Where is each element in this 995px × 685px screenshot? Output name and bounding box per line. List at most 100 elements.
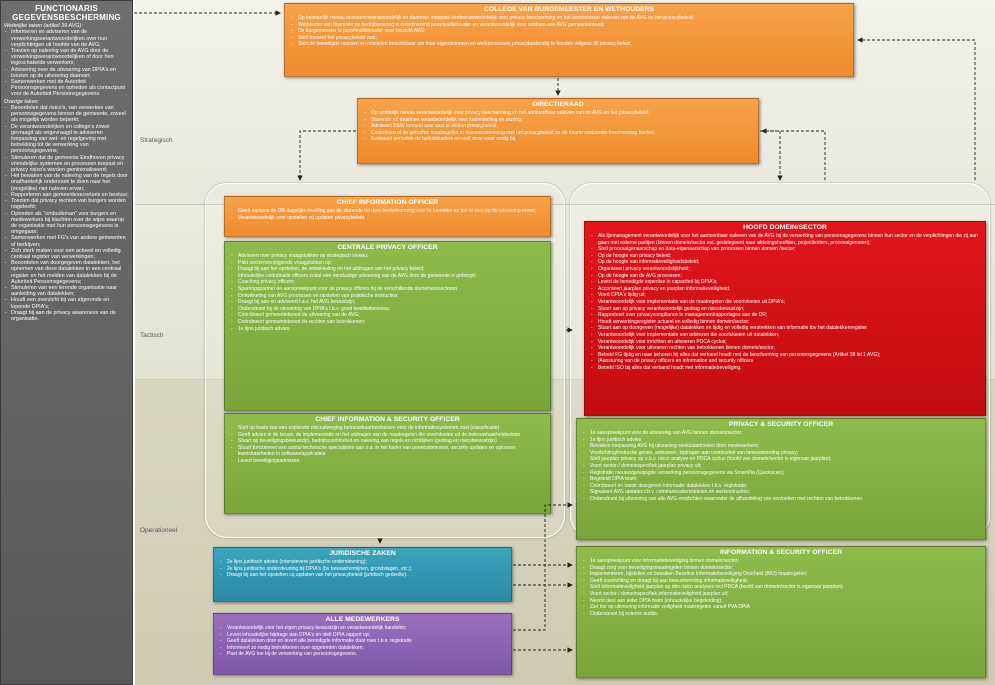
list-item: Samenwerken met de Autoriteit Persoonsge… <box>4 79 129 98</box>
list-item: Coördineert en toetst doorgeven informat… <box>581 483 981 490</box>
list-item: Verantwoordelijk voor implementatie van … <box>589 332 981 339</box>
list-item: Ontwikkeling van AVG processen en opstel… <box>229 293 546 300</box>
list-item: Registratie nieuwe/gewijzigde verwerking… <box>581 470 981 477</box>
list-item: Draagt bij aan het opstellen, de ontwikk… <box>229 266 546 273</box>
ciso-box: CHIEF INFORMATION & SECURITY OFFICER Ste… <box>224 413 551 514</box>
list-item: Stuurt aan op privacy verantwoordelijk g… <box>589 306 981 313</box>
band-label-operational: Operationeel <box>140 527 178 534</box>
fg-other-heading: Overige taken: <box>4 98 40 105</box>
list-item: Stelt procesaigenaarschap en data-eigena… <box>589 246 981 253</box>
hoofd-box: HOOFD DOMEIN/SECTOR Als lijnmanagement v… <box>584 221 986 416</box>
hoofd-list: Als lijnmanagement verantwoordelijk voor… <box>589 233 981 371</box>
list-item: Stimuleren van een lerende organisatie n… <box>4 285 129 297</box>
list-item: Verantwoordelijk voor opstellen cq updat… <box>229 215 546 222</box>
list-item: Geeft advies in de keuze, de implementat… <box>229 432 546 439</box>
list-item: De burgemeester is portefeuillehouder vo… <box>289 28 849 35</box>
fg-other-list: Beoordelen dat risico's, van verwerken v… <box>4 105 129 322</box>
list-item: Advisering over de uitvoering van DPIA's… <box>4 67 129 79</box>
juridisch-title: JURIDISCHE ZAKEN <box>329 550 396 557</box>
directieraad-title: DIRECTIERAAD <box>532 101 584 108</box>
list-item: Stimuleren dat de gemeente Eindhoven pri… <box>4 155 129 174</box>
iso-box: INFORMATION & SECURITY OFFICER 1e aanspr… <box>576 546 986 678</box>
list-item: Organiseert privacy verantwoordelijkheid… <box>589 266 981 273</box>
list-item: Levert inhoudelijke bijdrage aan DPIA's … <box>218 632 507 639</box>
fg-legal-heading: Wettelijke taken (artikel 39 AVG): <box>4 23 83 29</box>
right-to-college-connector <box>857 37 976 180</box>
list-item: Ondersteunt bij uitvoering van alle AVG-… <box>581 496 981 503</box>
list-item: Geeft namens de DR dagelijks invulling a… <box>229 208 546 215</box>
list-item: Levert beveiligingsadviezen. <box>229 458 546 465</box>
list-item: Draagt bij aan het opstellen cq updaten … <box>218 572 507 579</box>
cio-title: CHIEF INFORMATION OFFICER <box>336 199 439 206</box>
iso-title: INFORMATION & SECURITY OFFICER <box>719 549 843 556</box>
list-item: Op bestuurlijk niveau bestuursverantwoor… <box>289 15 849 22</box>
list-item: Voert sector-/ domeinspecifiek jaarplan … <box>581 463 981 470</box>
list-item: Pakt sectoroverstijgende vraagstukken op… <box>229 260 546 267</box>
list-item: Zich sterk maken voor een actueel en vol… <box>4 248 129 260</box>
po-list: 1e aanspreekpunt voor de uitvoering van … <box>581 430 981 503</box>
list-item: 1e aanspreekpunt voor informatiebeveilig… <box>581 558 981 565</box>
list-item: Op de hoogte van privacy beleid; <box>589 253 981 260</box>
list-item: Toezien dat privacy rechten van burgers … <box>4 198 129 210</box>
list-item: Voert sector-/ domeinspecifiek informati… <box>581 591 981 598</box>
list-item: Adviseert over privacy vraagstukken op s… <box>229 253 546 260</box>
medewerkers-box: ALLE MEDEWERKERS Verantwoordelijk voor h… <box>213 613 512 675</box>
list-item: Wethouder van financiën en bedrijfsvoeri… <box>289 22 849 29</box>
list-item: Bewaken toepassing AVG bij uitvoering we… <box>581 443 981 450</box>
list-item: Verantwoordelijk voor inrichten en uitvo… <box>589 339 981 346</box>
list-item: Adviseert B&W formeel over vast te stell… <box>362 123 754 130</box>
list-item: Stelt de benodigde mensen en middelen be… <box>289 41 849 48</box>
po-box: PRIVACY & SECURITY OFFICER 1e aanspreekp… <box>576 418 986 540</box>
list-item: Ziet toe op uitvoering informatie veilig… <box>581 604 981 611</box>
list-item: Beoordelen dat risico's, van verwerken v… <box>4 105 129 124</box>
list-item: Sturende rol daarmee verantwoordelijk vo… <box>362 117 754 124</box>
fg-legal-list: Informeren en adviseren van de verwerkin… <box>4 29 129 97</box>
list-item: Beoordelen van doorgegeven datalekken, h… <box>4 260 129 285</box>
directieraad-box: DIRECTIERAAD Op ambtelijk niveau verantw… <box>357 98 759 164</box>
list-item: Op ambtelijk niveau verantwoordelijk voo… <box>362 110 754 117</box>
list-item: Stuurt aan op doorgeven (mogelijke) data… <box>589 325 981 332</box>
list-item: Implementeren, bijstellen en bewaken Bas… <box>581 571 981 578</box>
list-item: Controleert of de getroffen maatregelen … <box>362 130 754 137</box>
list-item: Levert de benodigde expertise in capacit… <box>589 279 981 286</box>
list-item: Houdt een overzicht bij van afgeronde en… <box>4 297 129 309</box>
list-item: Informeren en adviseren van de verwerkin… <box>4 29 129 48</box>
list-item: Verantwoordelijk voor uitvoeren rechten … <box>589 345 981 352</box>
list-item: Evalueert periodiek de beleidskaders en … <box>362 136 754 143</box>
list-item: Geeft voorlichting en draagt bij aan bew… <box>581 578 981 585</box>
fg-title: FUNCTIONARIS GEGEVENSBESCHERMING <box>12 4 121 22</box>
list-item: Verantwoordelijk voor implementatie van … <box>589 299 981 306</box>
juridisch-list: 2e lijns juridisch advies (intensievere … <box>218 559 507 579</box>
ciso-title: CHIEF INFORMATION & SECURITY OFFICER <box>315 416 460 423</box>
list-item: Stelt op basis van een expliciete risico… <box>229 425 546 432</box>
list-item: Verantwoordelijk voor het eigen privacy … <box>218 625 507 632</box>
list-item: Op de hoogte van de AVG processen; <box>589 273 981 280</box>
list-item: De verantwoordelijken en college's zowel… <box>4 124 129 155</box>
list-item: Voorlichting/instructie geven, adviseren… <box>581 450 981 457</box>
list-item: Coördineert gemeentebreed de rechten van… <box>229 319 546 326</box>
fg-sidebar: FUNCTIONARIS GEGEVENSBESCHERMING Wetteli… <box>0 0 133 685</box>
list-item: Inhoudelijke coördinatie officers zodat … <box>229 273 546 280</box>
list-item: Op de hoogte van informatieveiligheidsbe… <box>589 259 981 266</box>
list-item: Rapporteert over privacycompliance in ma… <box>589 312 981 319</box>
medewerkers-list: Verantwoordelijk voor het eigen privacy … <box>218 625 507 658</box>
list-item: Betrekt FG tijdig en naar behoren bij al… <box>589 352 981 359</box>
hoofd-title: HOOFD DOMEIN/SECTOR <box>743 224 827 231</box>
list-item: Informeert zo nodig betrokkenen over opg… <box>218 645 507 652</box>
juridisch-box: JURIDISCHE ZAKEN 2e lijns juridisch advi… <box>213 547 512 602</box>
list-item: 1e lijns juridisch advies. <box>229 326 546 333</box>
list-item: 1e lijns juridisch advies <box>581 437 981 444</box>
cio-list: Geeft namens de DR dagelijks invulling a… <box>229 208 546 221</box>
list-item: Optreden als "ombudsman" voor burgers en… <box>4 211 129 236</box>
list-item: Stelt jaarplan privacy op o.b.v. risico … <box>581 456 981 463</box>
band-label-tactical: Tactisch <box>140 332 164 339</box>
list-item: Stelt formeel het privacybeleid vast; <box>289 35 849 42</box>
list-item: Past de AVG toe bij de verwerking van pe… <box>218 651 507 658</box>
iso-list: 1e aanspreekpunt voor informatiebeveilig… <box>581 558 981 617</box>
cpo-title: CENTRALE PRIVACY OFFICER <box>337 244 438 251</box>
cio-box: CHIEF INFORMATION OFFICER Geeft namens d… <box>224 196 551 237</box>
po-title: PRIVACY & SECURITY OFFICER <box>728 421 834 428</box>
list-item: Betrekt ISO bij alles dat verband houdt … <box>589 365 981 372</box>
list-item: Draagt zorg voor beveiligingsmaatregelen… <box>581 565 981 572</box>
list-item: /Aansturing van de privacy officers en i… <box>589 358 981 365</box>
